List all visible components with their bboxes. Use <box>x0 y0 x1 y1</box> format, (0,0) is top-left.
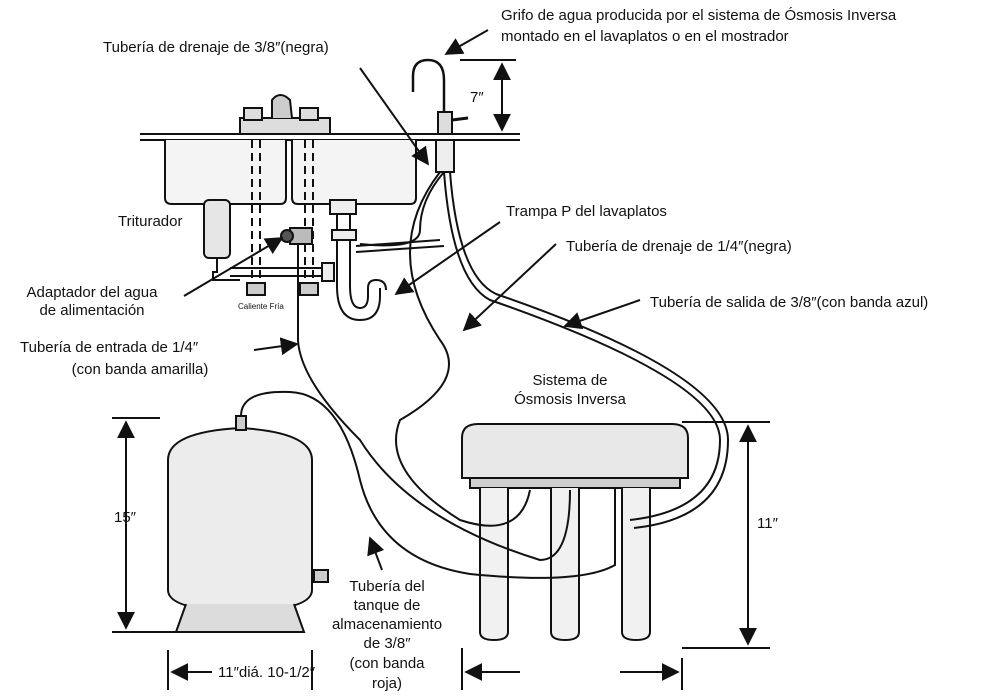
feed-water-adapter <box>280 227 313 245</box>
drain-piping <box>230 199 445 322</box>
supply-pipes <box>251 140 314 280</box>
system-label-line2: Ósmosis Inversa <box>514 391 626 408</box>
disposer-label: Triturador <box>118 213 183 230</box>
trap-label: Trampa P del lavaplatos <box>506 203 667 220</box>
tank-tube-label-line6: roja) <box>371 675 402 692</box>
drain-38-label: Tubería de drenaje de 3/8″(negra) <box>103 39 329 56</box>
tank-width-dimension: 11″diá. 10-1/2″ <box>218 664 316 681</box>
adapter-label-line1: Adaptador del agua <box>26 284 158 301</box>
tank-height-dimension: 15″ <box>114 509 136 526</box>
faucet-height-dimension: 7″ <box>470 89 484 106</box>
disposer <box>203 199 240 281</box>
system-height-dimension: 11″ <box>757 515 778 532</box>
ro-faucet <box>411 58 469 173</box>
hot-cold-label: Caliente Fría <box>238 302 284 311</box>
storage-tank <box>167 415 329 633</box>
tank-tube-label-line2: tanque de <box>353 597 421 614</box>
system-label-line1: Sistema de <box>532 372 608 389</box>
faucet-label-line2: montado en el lavaplatos o en el mostrad… <box>501 28 789 45</box>
leader-arrows <box>183 29 641 571</box>
drain-14-label: Tubería de drenaje de 1/4″(negra) <box>566 238 792 255</box>
outlet-label: Tubería de salida de 3/8″(con banda azul… <box>650 294 929 311</box>
dimension-lines <box>112 59 770 690</box>
adapter-label-line2: de alimentación <box>39 302 145 319</box>
shutoff-valves <box>246 282 319 296</box>
sink <box>164 140 417 205</box>
inlet-label-line1: Tubería de entrada de 1/4″ <box>20 339 199 356</box>
tank-tube-label-line4: de 3/8″ <box>363 635 411 652</box>
inlet-label-line2: (con banda amarilla) <box>71 361 209 378</box>
sink-faucet <box>239 94 331 135</box>
tank-tube-label-line5: (con banda <box>349 655 425 672</box>
tank-tube-label-line3: almacenamiento <box>331 616 443 633</box>
tubing <box>240 171 730 579</box>
ro-system <box>461 423 689 642</box>
tank-tube-label-line1: Tubería del <box>349 578 425 595</box>
faucet-label-line1: Grifo de agua producida por el sistema d… <box>501 7 897 24</box>
